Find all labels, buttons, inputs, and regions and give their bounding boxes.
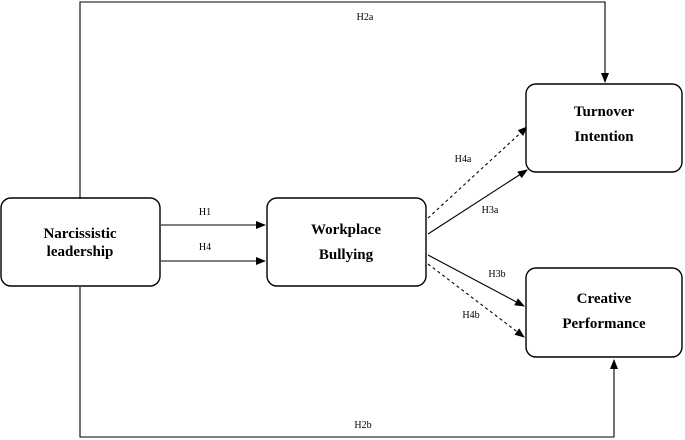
node-workplace-bullying: Workplace Bullying [266,197,427,287]
edge-h4-label: H4 [199,242,211,253]
node-narcissistic-leadership-line1: Narcissistic [43,226,116,242]
edge-h3a-label: H3a [482,205,499,216]
edge-h4a-label: H4a [455,154,472,165]
node-turnover-intention-line1: Turnover [574,104,635,120]
node-creative-performance-line2: Performance [562,316,646,332]
edge-h2b-arrow [79,287,618,438]
edge-h2b-label: H2b [354,420,371,431]
node-narcissistic-leadership: Narcissistic leadership [0,197,161,287]
edge-h4a-arrow [427,126,528,219]
node-narcissistic-leadership-line2: leadership [47,244,114,260]
edge-h4b-label: H4b [462,310,479,321]
node-turnover-intention-line2: Intention [574,129,634,145]
edge-h1-label: H1 [199,207,211,218]
edge-h2a-arrow [79,1,609,198]
edge-h3b-label: H3b [488,269,505,280]
node-turnover-intention: Turnover Intention [525,83,683,173]
edge-h3b-arrow [427,254,525,307]
edge-h2a-label: H2a [357,12,374,23]
node-workplace-bullying-line1: Workplace [311,222,381,238]
edge-h4b-arrow [427,263,525,338]
node-workplace-bullying-line2: Bullying [319,247,374,263]
node-creative-performance: Creative Performance [525,267,683,358]
edge-h3a-arrow [427,169,528,235]
node-creative-performance-line1: Creative [577,291,632,307]
